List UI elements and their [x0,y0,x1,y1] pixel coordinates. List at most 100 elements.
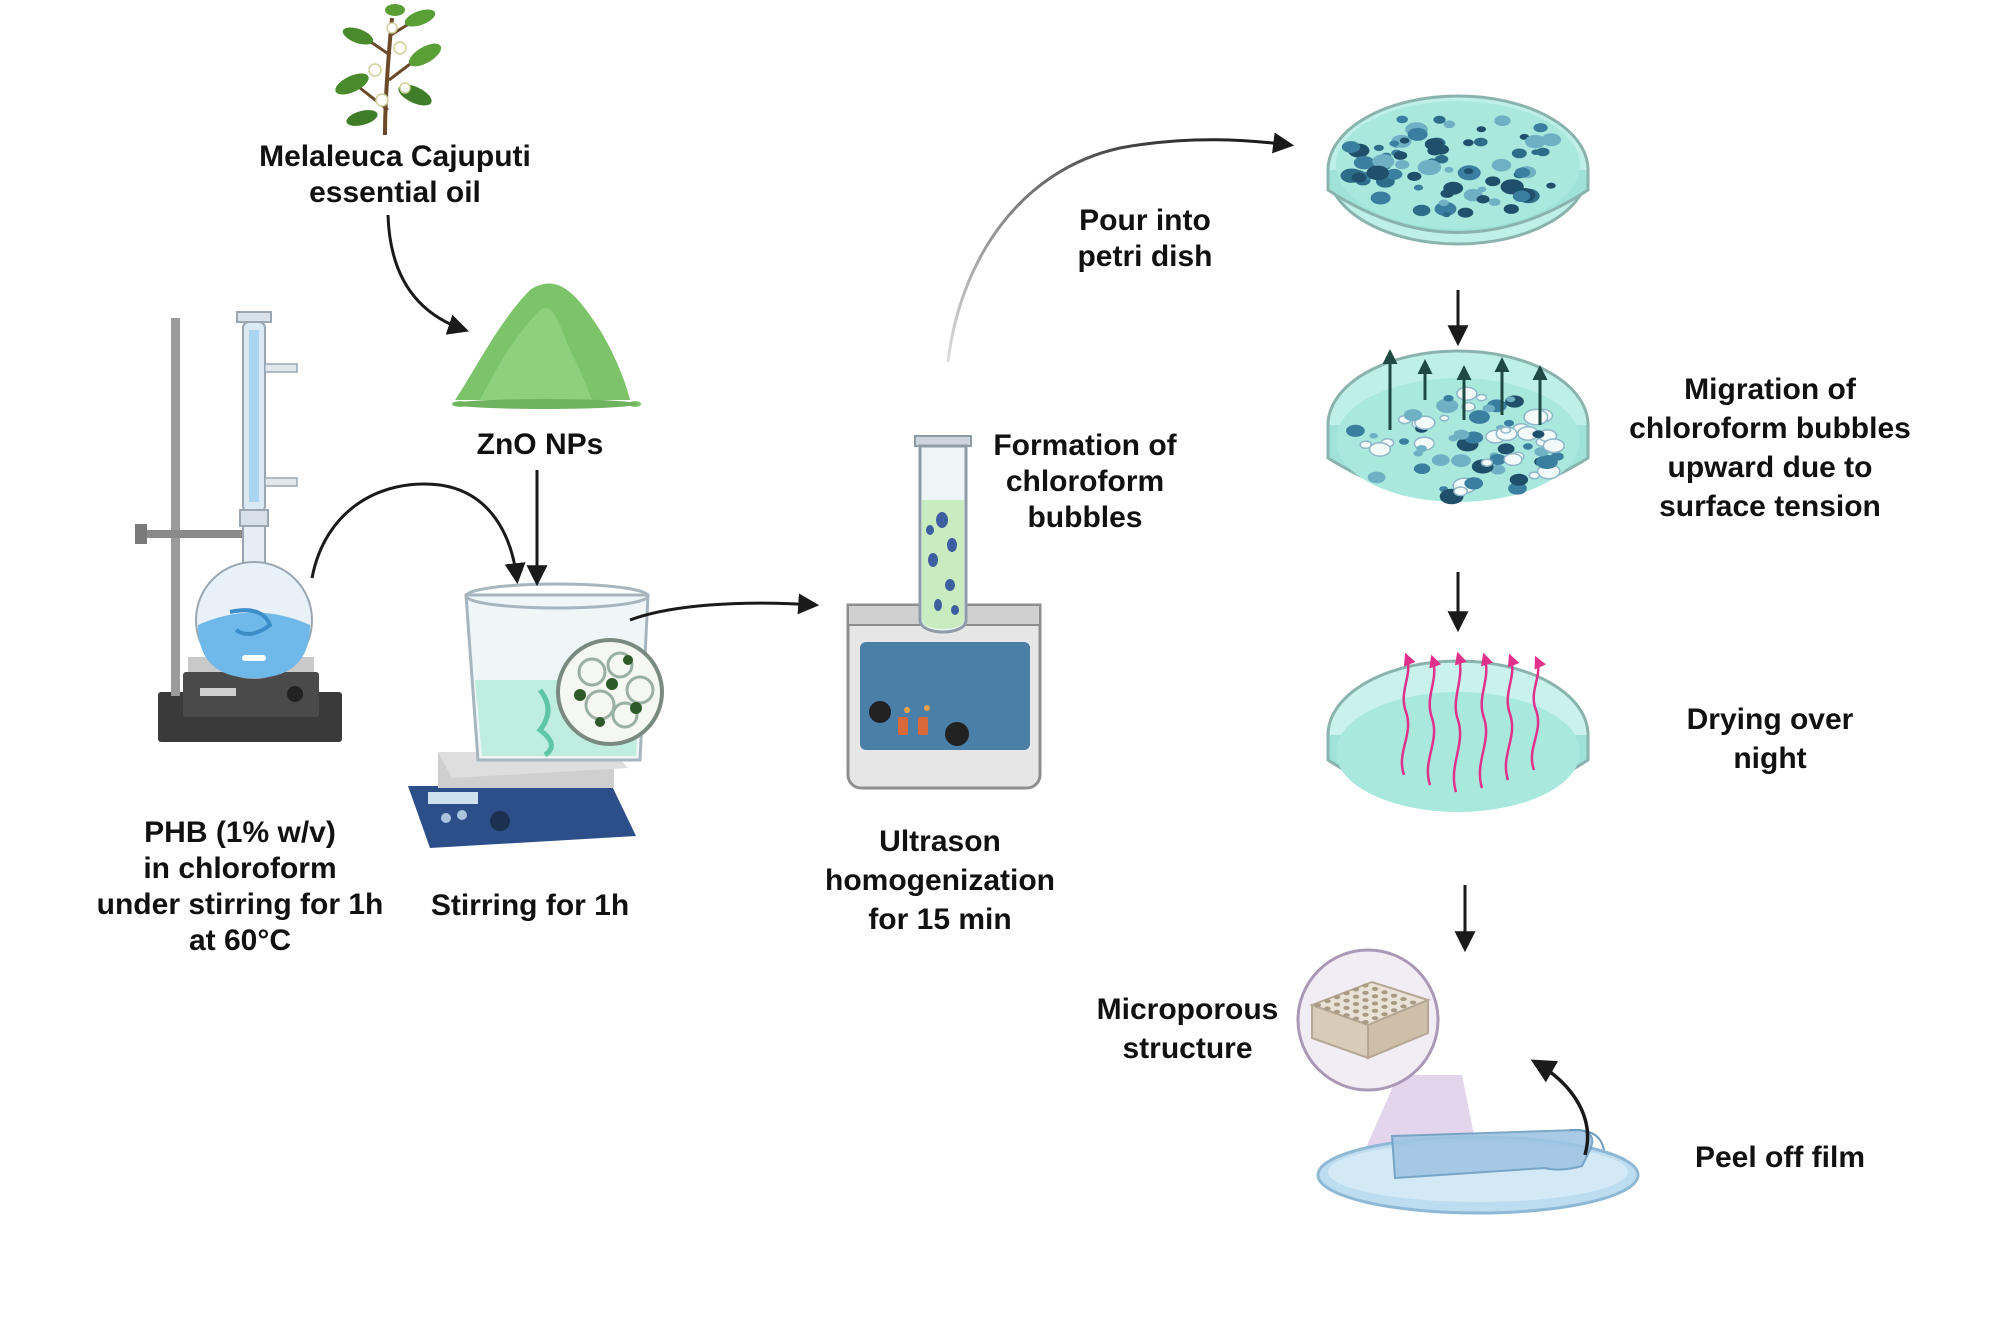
bubble [1463,139,1474,147]
pore [1381,1004,1388,1009]
bubble [1443,395,1454,402]
bubble [1514,167,1531,178]
bubble [1503,419,1515,427]
bubble [1488,198,1501,206]
bubble [1509,473,1529,486]
bubble [1497,443,1515,455]
bubble [1341,141,1361,153]
bubble [1416,445,1427,453]
porous-block-icon [1296,948,1480,1165]
bubble [1433,115,1446,124]
bubble [1536,147,1550,157]
bubble [1440,189,1454,198]
label-peel-off: Peel off film [1694,1141,1866,1174]
petri-dish-icon [1326,349,1590,505]
bubble [1351,172,1367,183]
label-drying: Drying over night [1686,703,1854,775]
bubble [1476,195,1490,204]
pore [1409,1000,1417,1005]
bubble [1424,138,1444,151]
bubble [1346,424,1365,437]
bubble [1413,463,1431,475]
bubble [1353,156,1375,170]
petri-dish-icon [1326,94,1590,246]
reflux-apparatus-icon [135,311,342,742]
pore [1343,991,1350,996]
pore [1352,987,1360,992]
pore [1362,998,1369,1003]
bubble [1532,430,1545,439]
petri-dish-icon [1326,651,1590,812]
pore [1390,1001,1398,1005]
label-bubble-formation: Formation of chloroform bubbles [993,429,1177,534]
bubble [1395,159,1410,170]
pore [1362,1020,1369,1024]
vapor-lines [1400,651,1546,793]
bubble [1512,190,1531,202]
label-microporous: Microporous structure [1096,993,1279,1065]
pore [1390,1008,1398,1013]
pore [1362,1005,1369,1010]
bubble [1444,166,1454,173]
beaker-stirrer-icon [408,582,664,848]
bubble [1474,137,1488,147]
bubble [1442,211,1451,218]
bubble [1456,386,1478,401]
bubble [1453,429,1470,440]
bubble [1385,168,1403,180]
pore [1314,1003,1322,1007]
arrow-pour-to-dish [946,132,1295,363]
pore [1381,990,1388,995]
flow-arrows [310,132,1476,953]
bubble [1431,454,1450,466]
pore [1343,1005,1350,1010]
bubble [1370,191,1391,205]
bubble [1542,438,1565,454]
bubble [1367,471,1386,484]
pore [1362,1012,1369,1017]
bubble [1393,151,1408,160]
pore [1390,993,1398,998]
bubble [1414,415,1436,431]
bubble [1523,443,1533,450]
label-bubble-migration: Migration of chloroform bubbles upward d… [1629,373,1911,523]
bubble [1533,123,1548,133]
bubble [1508,482,1527,495]
bubble [1417,159,1442,176]
bubble [1412,204,1431,217]
pore [1371,994,1379,999]
arrow-oil-to-zno [386,214,469,335]
bubble [1490,464,1506,475]
label-phb-solution: PHB (1% w/v) in chloroform under stirrin… [96,816,384,957]
pore [1333,1002,1341,1007]
bubble [1407,171,1422,181]
bubble [1523,408,1549,426]
pore [1352,1016,1360,1021]
bubble [1439,414,1450,422]
bubble [1369,433,1378,439]
bubble [1373,144,1384,152]
powder-pile-icon [452,283,641,409]
bubble [1503,204,1519,214]
label-stirring: Stirring for 1h [430,889,630,922]
bubble [1407,127,1428,141]
label-pour-petri: Pour into petri dish [1077,204,1213,273]
bubble [1366,165,1390,181]
bubble [1451,454,1471,467]
bubble [1541,133,1562,147]
bubble [1525,134,1546,149]
bubble [1494,115,1511,126]
bubble [1475,393,1488,402]
pore [1381,997,1388,1002]
peeling-film-icon [1316,1059,1640,1215]
label-zno-nps: ZnO NPs [476,428,604,461]
bubble [1389,140,1399,147]
bubble [1453,486,1469,497]
arrow-flask-to-beaker [310,482,526,585]
pore [1333,1009,1341,1014]
pore [1371,1016,1379,1021]
pore [1362,983,1369,988]
pore [1371,1008,1379,1013]
pore [1400,997,1407,1002]
